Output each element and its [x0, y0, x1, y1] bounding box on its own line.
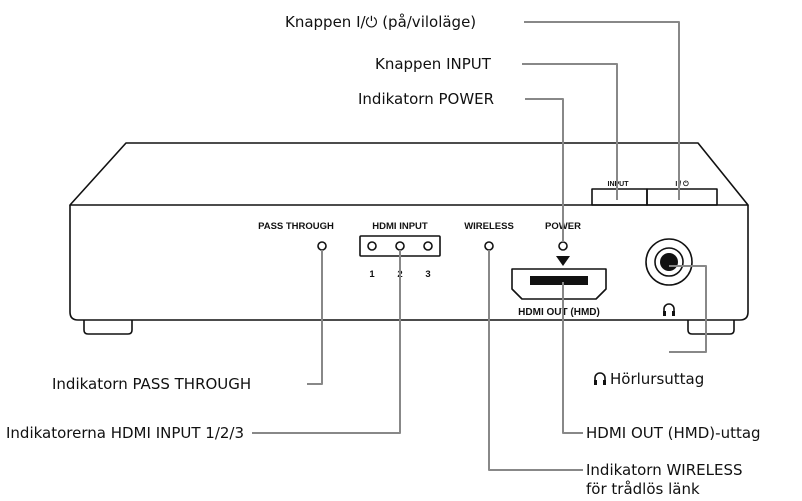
callout-pass-through: Indikatorn PASS THROUGH [52, 375, 251, 393]
hdmi-out-port [511, 268, 607, 300]
callout-hdmi-out: HDMI OUT (HMD)-uttag [586, 424, 761, 442]
power-indicator [558, 241, 568, 251]
device-body [69, 142, 749, 335]
leader-pass-through [307, 250, 323, 385]
pass-through-indicator [317, 241, 327, 251]
wireless-indicator [484, 241, 494, 251]
callout-input-button: Knappen INPUT [375, 55, 492, 73]
hdmi-out-label: HDMI OUT (HMD) [518, 307, 600, 318]
right-foot [687, 320, 735, 335]
leader-power-indicator [525, 98, 564, 242]
top-buttons: INPUT I / ⏻ [591, 180, 718, 206]
hdmi-input-3-indicator [423, 241, 433, 251]
left-foot [83, 320, 133, 335]
headphone-icon [663, 303, 675, 316]
hdmi-out-arrow-icon [556, 256, 570, 266]
callout-headphone-jack: Hörlursuttag [610, 370, 704, 388]
headphone-jack-ring [654, 247, 684, 277]
headphone-icon [594, 372, 606, 385]
hdmi-input-3-label: 3 [425, 269, 430, 280]
wireless-label: WIRELESS [464, 221, 514, 232]
headphone-jack [645, 238, 693, 316]
hdmi-input-2-indicator [395, 241, 405, 251]
hdmi-input-label: HDMI INPUT [372, 221, 428, 232]
leader-wireless [488, 250, 583, 471]
callouts: Knappen I/⏻ (på/viloläge) Knappen INPUT … [6, 13, 761, 498]
indicators [317, 235, 570, 266]
callout-hdmi-input: Indikatorerna HDMI INPUT 1/2/3 [6, 424, 244, 442]
headphone-jack-hole [660, 253, 678, 271]
callout-wireless-line1: Indikatorn WIRELESS [586, 461, 743, 479]
device-top-surface [69, 142, 749, 206]
leader-input-button [522, 63, 618, 200]
power-button-label: I / ⏻ [675, 180, 689, 188]
headphone-jack-outer [645, 238, 693, 286]
hdmi-out-port-outer [511, 268, 607, 300]
power-button[interactable] [646, 188, 718, 206]
input-button-label: INPUT [608, 181, 630, 188]
hdmi-out-port-inner [530, 276, 588, 285]
leader-power-button [524, 21, 680, 200]
leader-hdmi-out [562, 282, 583, 434]
callout-power-button: Knappen I/⏻ (på/viloläge) [285, 13, 476, 31]
callout-power-indicator: Indikatorn POWER [358, 90, 494, 108]
leader-hdmi-input [252, 250, 401, 434]
callout-wireless-line2: för trådlös länk [586, 480, 700, 498]
pass-through-label: PASS THROUGH [258, 221, 334, 232]
leader-headphone-jack [669, 265, 707, 353]
hdmi-input-1-label: 1 [369, 269, 375, 280]
device-front-panel [69, 205, 749, 321]
leader-lines [252, 21, 707, 471]
input-button[interactable] [591, 188, 648, 206]
hdmi-input-1-indicator [367, 241, 377, 251]
